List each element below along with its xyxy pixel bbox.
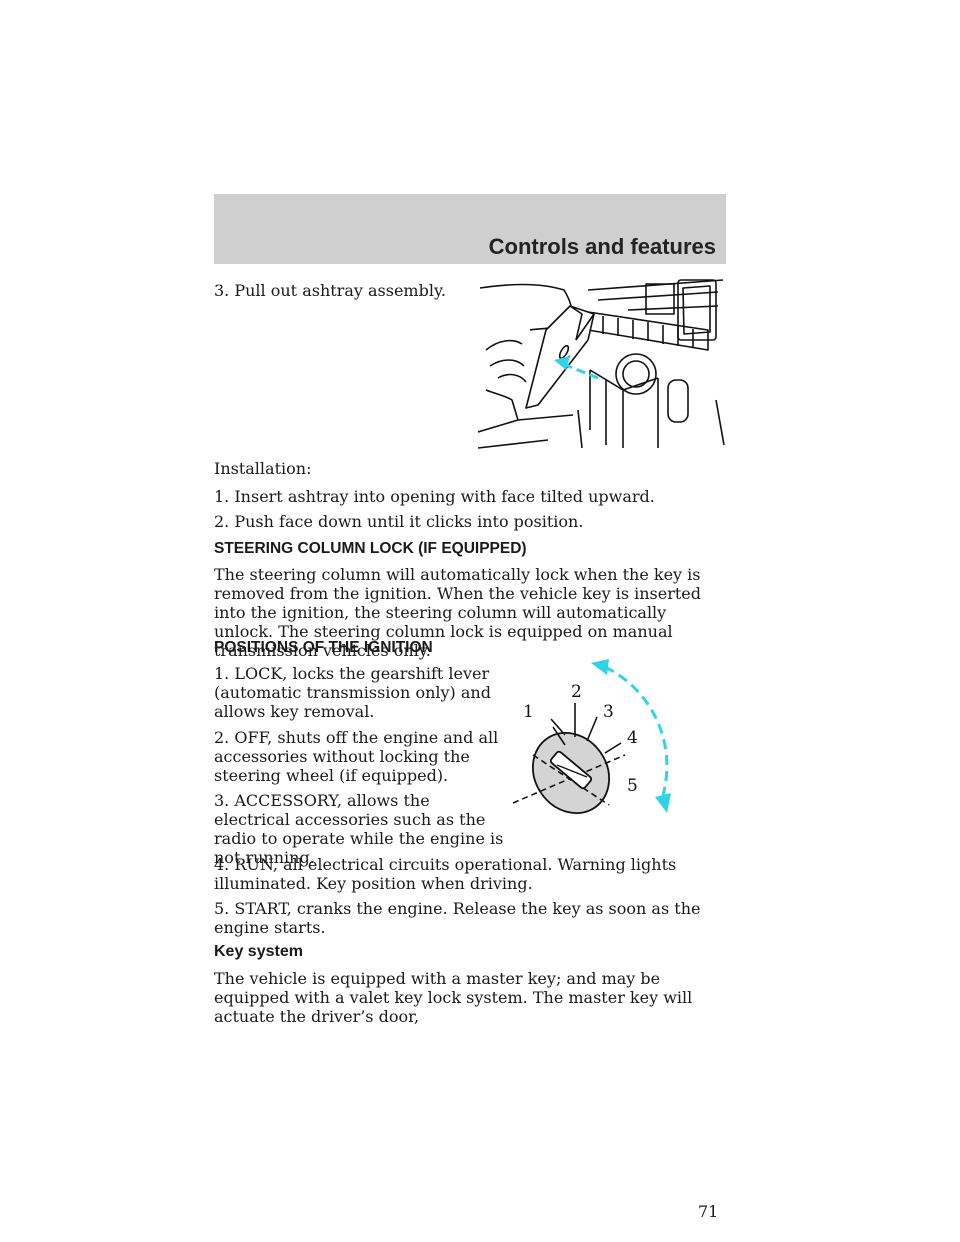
key-system-paragraph: The vehicle is equipped with a master ke… [214,969,693,1026]
ignition-positions-heading: POSITIONS OF THE IGNITION [214,639,433,656]
ashtray-illustration [478,279,725,449]
dial-label-3: 3 [603,702,614,722]
dial-label-4: 4 [627,728,638,748]
ignition-position-1: 1. LOCK, locks the gearshift lever (auto… [214,664,491,721]
page-number: 71 [698,1202,719,1221]
ignition-dial-diagram: 1 2 3 4 5 [512,659,671,815]
installation-label: Installation: [214,459,312,478]
install-step-1: 1. Insert ashtray into opening with face… [214,487,655,506]
install-step-2: 2. Push face down until it clicks into p… [214,512,584,531]
key-system-heading: Key system [214,943,303,960]
section-title: Controls and features [488,234,716,259]
steering-lock-paragraph: The steering column will automatically l… [214,565,701,660]
dial-label-1: 1 [523,702,534,722]
section-header-band: Controls and features [214,194,726,264]
dial-label-5: 5 [627,776,638,796]
ignition-position-3: 3. ACCESSORY, allows the electrical acce… [214,791,504,867]
steering-lock-heading: STEERING COLUMN LOCK (IF EQUIPPED) [214,540,527,557]
ignition-position-5: 5. START, cranks the engine. Release the… [214,899,701,937]
dial-label-2: 2 [571,682,582,702]
step-3-text: 3. Pull out ashtray assembly. [214,281,446,300]
ignition-position-4: 4. RUN, all electrical circuits operatio… [214,855,677,893]
ignition-position-2: 2. OFF, shuts off the engine and all acc… [214,728,499,785]
